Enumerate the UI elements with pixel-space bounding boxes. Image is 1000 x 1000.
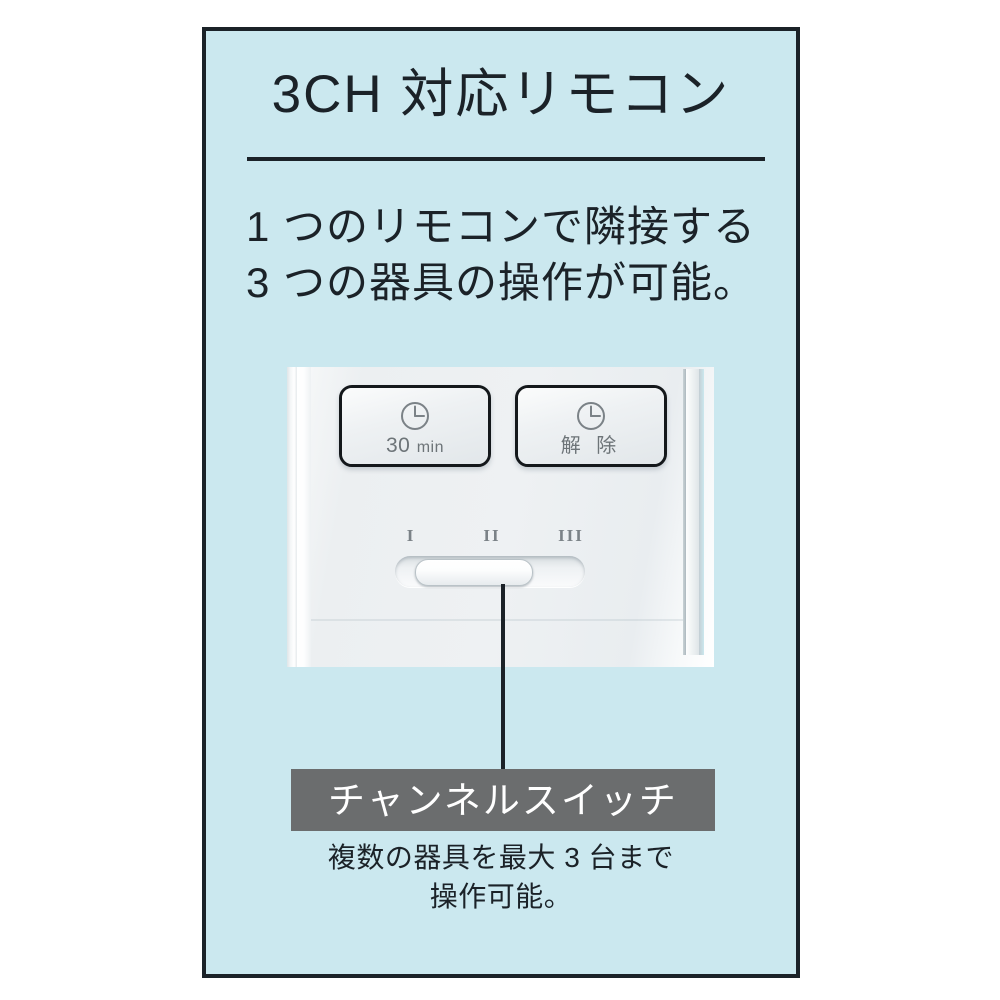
page-title: 3CH 対応リモコン xyxy=(271,65,731,124)
callout-leader-line xyxy=(501,584,505,796)
remote-bezel-highlight-inner xyxy=(297,367,311,667)
remote-body-seam xyxy=(311,619,683,621)
channel-mark-2: II xyxy=(483,526,501,545)
callout-label-text: チャンネルスイッチ xyxy=(328,779,678,821)
clock-icon xyxy=(575,400,607,432)
lead-line-2: 3 つの器具の操作が可能。 xyxy=(245,258,757,306)
channel-marks: I II III xyxy=(399,527,584,547)
channel-mark-3: III xyxy=(558,526,584,545)
remote-right-sidewall xyxy=(686,369,699,655)
remote-bezel-highlight-outer xyxy=(290,367,297,667)
product-feature-panel: 3CH 対応リモコン 1 つのリモコンで隣接する 3 つの器具の操作が可能。 xyxy=(202,27,800,978)
timer-30min-value: 30 xyxy=(386,434,411,457)
timer-cancel-button-face: 解 除 xyxy=(518,388,664,464)
remote-control-photo: 30 min 解 除 xyxy=(287,367,717,667)
title-divider xyxy=(247,157,765,161)
remote-left-edge xyxy=(287,367,291,667)
caption-line-1: 複数の器具を最大 3 台まで xyxy=(327,842,675,873)
timer-30min-unit: min xyxy=(416,439,444,456)
remote-body: 30 min 解 除 xyxy=(287,367,714,667)
timer-cancel-button-label: 解 除 xyxy=(560,435,622,457)
timer-30min-button-face: 30 min xyxy=(342,388,488,464)
remote-right-shadow xyxy=(699,369,704,655)
channel-switch-thumb[interactable] xyxy=(415,559,533,586)
timer-cancel-button[interactable]: 解 除 xyxy=(515,385,667,467)
timer-30min-button-label: 30 min xyxy=(342,435,488,456)
callout-caption: 複数の器具を最大 3 台まで 操作可能。 xyxy=(206,839,796,916)
lead-paragraph: 1 つのリモコンで隣接する 3 つの器具の操作が可能。 xyxy=(206,199,796,311)
caption-line-2: 操作可能。 xyxy=(429,880,573,912)
channel-switch-slider[interactable] xyxy=(395,556,585,587)
remote-right-groove xyxy=(683,369,686,655)
lead-line-1: 1 つのリモコンで隣接する xyxy=(245,203,757,250)
clock-icon xyxy=(399,400,431,432)
channel-mark-1: I xyxy=(406,526,416,545)
callout-label: チャンネルスイッチ xyxy=(291,769,715,831)
timer-30min-button[interactable]: 30 min xyxy=(339,385,491,467)
